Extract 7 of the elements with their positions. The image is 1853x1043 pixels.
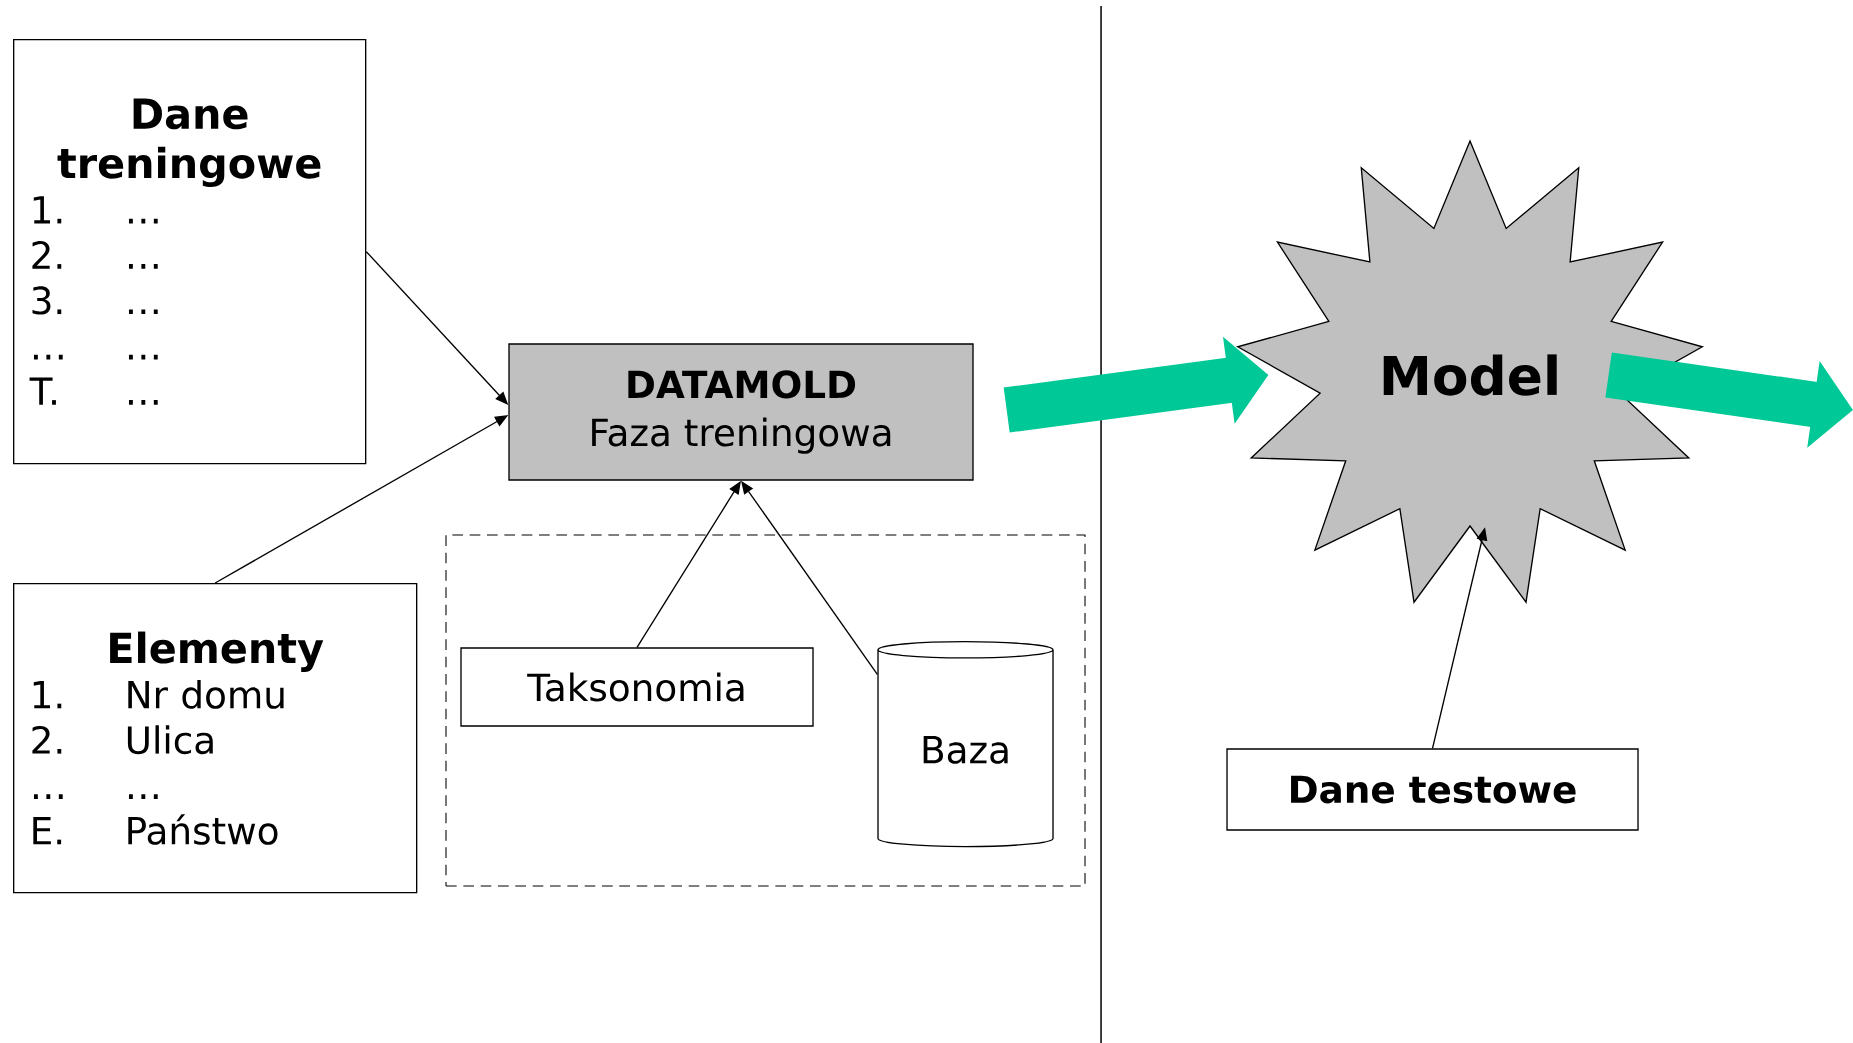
- input-box: Dane testowe: [1226, 748, 1639, 831]
- input-box: Taksonomia: [460, 647, 814, 727]
- list-box: Elementy 1. Nr domu 2. Ulica … … E. Państwo: [13, 583, 418, 894]
- database-cylinder: Baza: [877, 640, 1054, 848]
- group-box: [445, 534, 1086, 887]
- list-box: Dane treningowe 1. … 2. … 3. … … … T. …: [13, 39, 367, 465]
- process-box: DATAMOLD Faza treningowa: [508, 343, 974, 481]
